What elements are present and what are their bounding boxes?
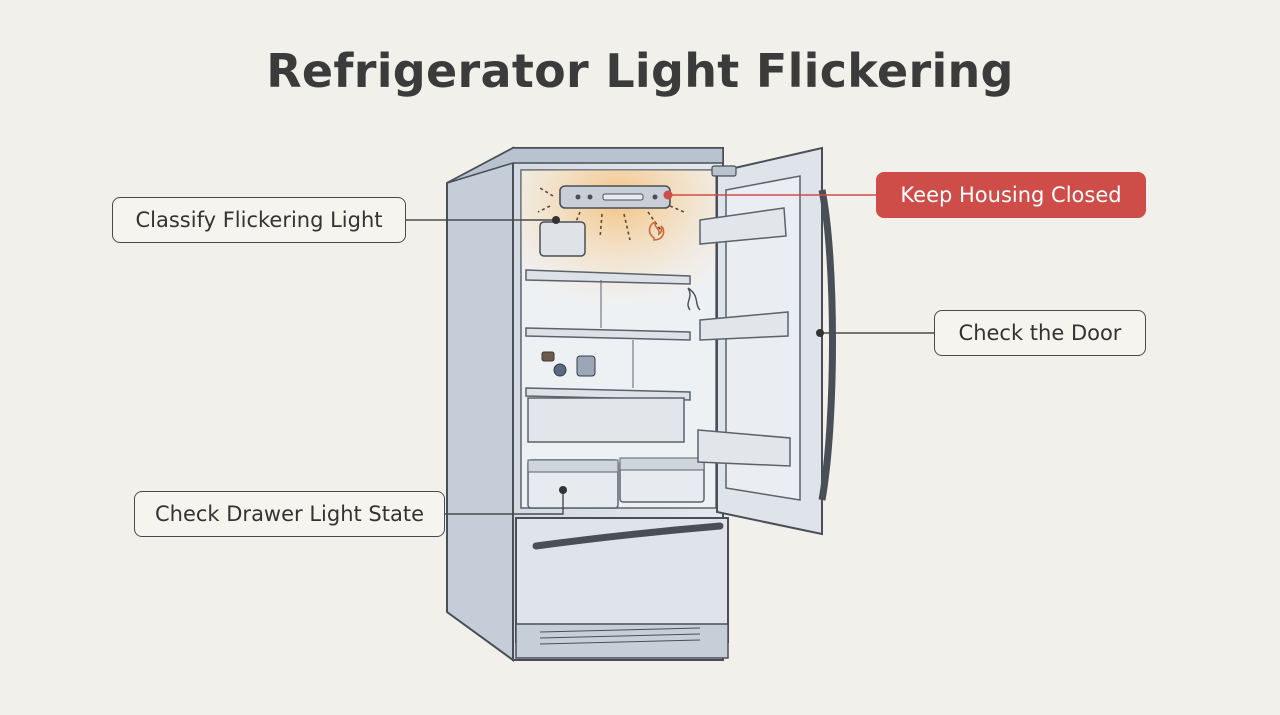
door-inner-liner	[725, 175, 801, 501]
keep-housing-closed-callout: Keep Housing Closed	[876, 172, 1146, 218]
flicker-rays	[537, 187, 685, 241]
crisper-tray	[527, 397, 685, 443]
check-drawer-light-callout: Check Drawer Light State	[134, 491, 445, 537]
freezer-handle	[532, 522, 724, 550]
check-door-callout: Check the Door	[934, 310, 1146, 356]
door-bins	[697, 207, 791, 467]
fridge-shelves	[525, 269, 691, 401]
door-handle	[818, 189, 836, 501]
leader-lines	[405, 190, 934, 515]
page-title: Refrigerator Light Flickering	[266, 44, 1014, 98]
flame-icon	[648, 220, 665, 241]
classify-light-callout: Classify Flickering Light	[112, 197, 406, 243]
fridge-side-panel	[446, 146, 514, 662]
